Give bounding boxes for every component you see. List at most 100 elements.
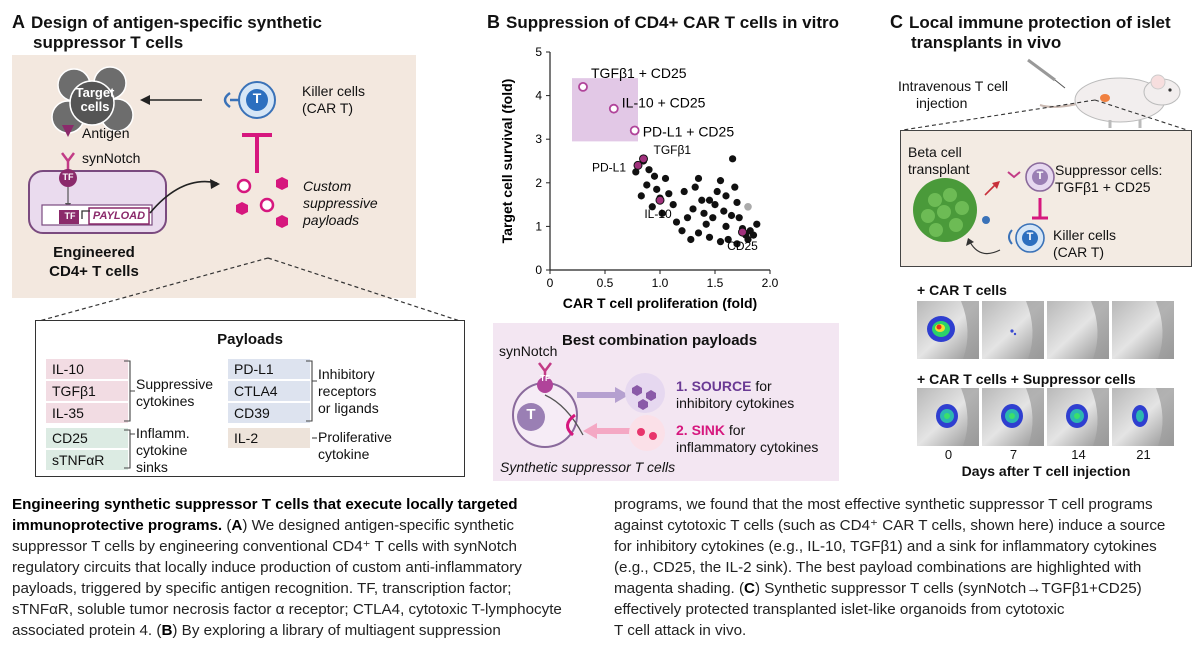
- data-point: [720, 207, 728, 215]
- label-line: for: [725, 422, 746, 438]
- highlighted-point-label: PD-L1 + CD25: [643, 123, 735, 139]
- label-line: transplant: [908, 161, 970, 177]
- y-tick-label: 4: [535, 89, 542, 103]
- highlighted-point-label: IL-10 + CD25: [622, 95, 706, 111]
- title-line: Local immune protection of islet: [909, 13, 1171, 32]
- panel-letter: B: [487, 12, 500, 32]
- data-point: [672, 218, 681, 226]
- x-tick-label: 1.5: [707, 276, 724, 290]
- label-line: Beta cell: [908, 144, 962, 160]
- suppressor-cell-diagram: [512, 362, 665, 451]
- data-point: [694, 229, 703, 237]
- payload-il35: IL-35: [46, 403, 128, 423]
- y-tick-label: 0: [535, 263, 542, 277]
- data-point: [716, 238, 725, 246]
- row2-label: + CAR T cells + Suppressor cells: [917, 371, 1136, 387]
- y-tick-label: 2: [535, 176, 542, 190]
- data-point: [687, 235, 695, 244]
- payload-ctla4: CTLA4: [228, 381, 310, 401]
- data-point: [665, 190, 673, 198]
- caption-right: programs, we found that the most effecti…: [614, 494, 1194, 641]
- synnotch-label: synNotch: [82, 150, 141, 166]
- data-point: [691, 183, 699, 191]
- labeled-point-label: CD25: [727, 239, 758, 253]
- label-line: sinks: [136, 459, 168, 475]
- iv-injection-label: Intravenous T cell injection: [898, 78, 1008, 112]
- payload-cd25: CD25: [46, 428, 128, 448]
- label-line: CD4+ T cells: [49, 263, 139, 280]
- source-label: 1. SOURCE for inhibitory cytokines: [676, 378, 794, 412]
- killer-cell-icon: [1008, 223, 1045, 253]
- caption-text: T cell attack in vivo.: [614, 622, 747, 639]
- caption-ref: C: [744, 580, 755, 597]
- data-point: [650, 172, 659, 180]
- bli-image-tile: [1047, 301, 1109, 359]
- caption-ref: A: [231, 517, 243, 534]
- data-point: [724, 235, 732, 244]
- payload-connectors: [38, 257, 461, 322]
- bli-image-tile: [917, 301, 979, 359]
- suppressor-cell-icon: [1007, 162, 1055, 192]
- label-line: injection: [916, 95, 968, 111]
- label-line: Suppressive: [136, 376, 214, 392]
- caption-left: Engineering synthetic suppressor T cells…: [12, 494, 597, 641]
- label-line: or ligands: [318, 400, 379, 416]
- labeled-point: [655, 195, 665, 205]
- data-point-gray: [744, 202, 752, 211]
- labeled-point: [639, 154, 648, 164]
- payloads-table: Payloads IL-10 TGFβ1 IL-35 CD25 sTNFαR P…: [35, 320, 465, 477]
- data-point: [727, 211, 736, 220]
- data-point: [658, 209, 666, 217]
- data-point: [669, 201, 677, 209]
- antigen-arrow-icon: [62, 125, 74, 137]
- panel-letter: A: [12, 12, 25, 32]
- caption-text: against cytotoxic T cells (such as CD4⁺ …: [614, 517, 1166, 534]
- days-axis-title: Days after T cell injection: [961, 463, 1131, 479]
- days-axis: 0 7 14 21: [917, 447, 1175, 463]
- title-line: transplants in vivo: [911, 33, 1062, 52]
- caption-text: for inhibitory cytokines (e.g., IL-10, T…: [614, 538, 1157, 555]
- label-line: Custom: [303, 178, 352, 194]
- tf-label-2: TF: [64, 211, 76, 221]
- label-line: Inflamm.: [136, 425, 190, 441]
- data-point: [645, 166, 653, 174]
- data-point: [678, 227, 686, 235]
- label-line: TGFβ1 + CD25: [1055, 179, 1151, 195]
- labeled-point-label: PD-L1: [592, 160, 626, 174]
- labeled-point-label: IL-10: [644, 207, 672, 221]
- antigen-label: Antigen: [82, 125, 130, 141]
- x-axis-label: CAR T cell proliferation (fold): [563, 295, 757, 311]
- payload-brackets: [124, 360, 317, 469]
- data-point: [716, 177, 725, 185]
- title-line: Suppression of CD4+ CAR T cells in vitro: [506, 13, 839, 32]
- caption-text: (e.g., CD25, the IL-2 sink). The best pa…: [614, 559, 1142, 576]
- payload-il10: IL-10: [46, 359, 128, 379]
- data-point: [653, 185, 661, 193]
- data-point: [749, 231, 758, 239]
- caption-text: suppressor T cells by engineering conven…: [12, 538, 517, 555]
- caption-text: associated protein 4. (: [12, 622, 162, 639]
- data-point: [753, 220, 761, 228]
- label-line: Intravenous T cell: [898, 78, 1008, 94]
- t-cell-letter: T: [252, 90, 262, 106]
- data-point: [705, 196, 714, 204]
- day-label: 21: [1136, 447, 1151, 462]
- data-point: [661, 174, 670, 183]
- beta-cell-transplant-icon: [913, 178, 977, 242]
- label-line: (CAR T): [302, 100, 354, 116]
- bli-image-tile: [1047, 388, 1109, 446]
- labeled-point: [633, 160, 643, 170]
- payload-stnfar: sTNFαR: [46, 450, 128, 470]
- killer-cells-label-c: Killer cells(CAR T): [1053, 227, 1116, 261]
- x-tick-label: 1.0: [652, 276, 669, 290]
- source-label-bold: 1. SOURCE: [676, 378, 752, 394]
- syringe-icon: [1027, 58, 1056, 82]
- data-point: [733, 198, 741, 207]
- label-line: Engineered: [53, 244, 135, 261]
- x-tick-label: 0: [547, 276, 554, 290]
- t-letter-b: T: [526, 406, 536, 423]
